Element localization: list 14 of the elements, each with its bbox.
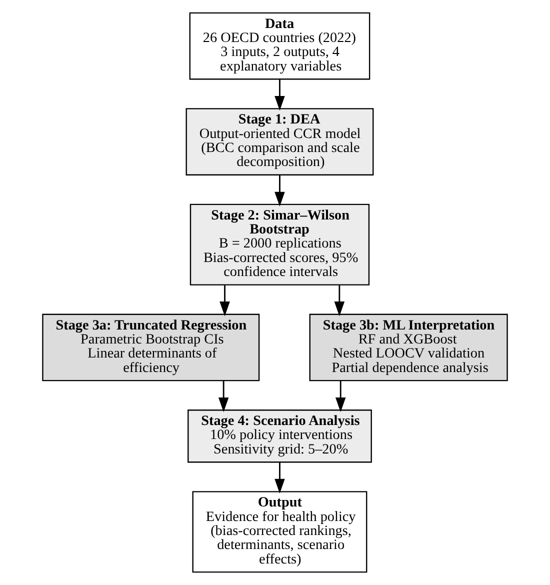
arrow [335,380,346,412]
arrow [220,285,230,316]
node-box: Stage 3a: Truncated Regression Parametric Bootstrap CIs Linear determinants of efficiency [42,314,260,382]
node-box: Data 26 OECD countries (2022) 3 inputs, 2 outputs, 4 explanatory variables [189,12,370,80]
node-box: Stage 4: Scenario Analysis 10% policy interventions Sensitivity grid: 5–20% [188,410,372,463]
arrow [274,174,285,207]
node-box: Stage 1: DEA Output-oriented CCR model (BCC comparison and scale decomposition) [186,108,374,176]
node-box: Stage 2: Simar–Wilson Bootstrap B = 2000 replications Bias-corrected scores, 95% confidence intervals [190,204,370,286]
arrow [218,380,229,412]
node-box: Stage 3b: ML Interpretation RF and XGBoost Nested LOOCV validation Partial dependence analysis [309,314,508,382]
arrow [334,285,345,316]
arrow [274,462,285,494]
node-box: Output Evidence for health policy (bias-corrected rankings, determinants, scenario effects) [192,491,368,573]
arrow [274,80,285,111]
